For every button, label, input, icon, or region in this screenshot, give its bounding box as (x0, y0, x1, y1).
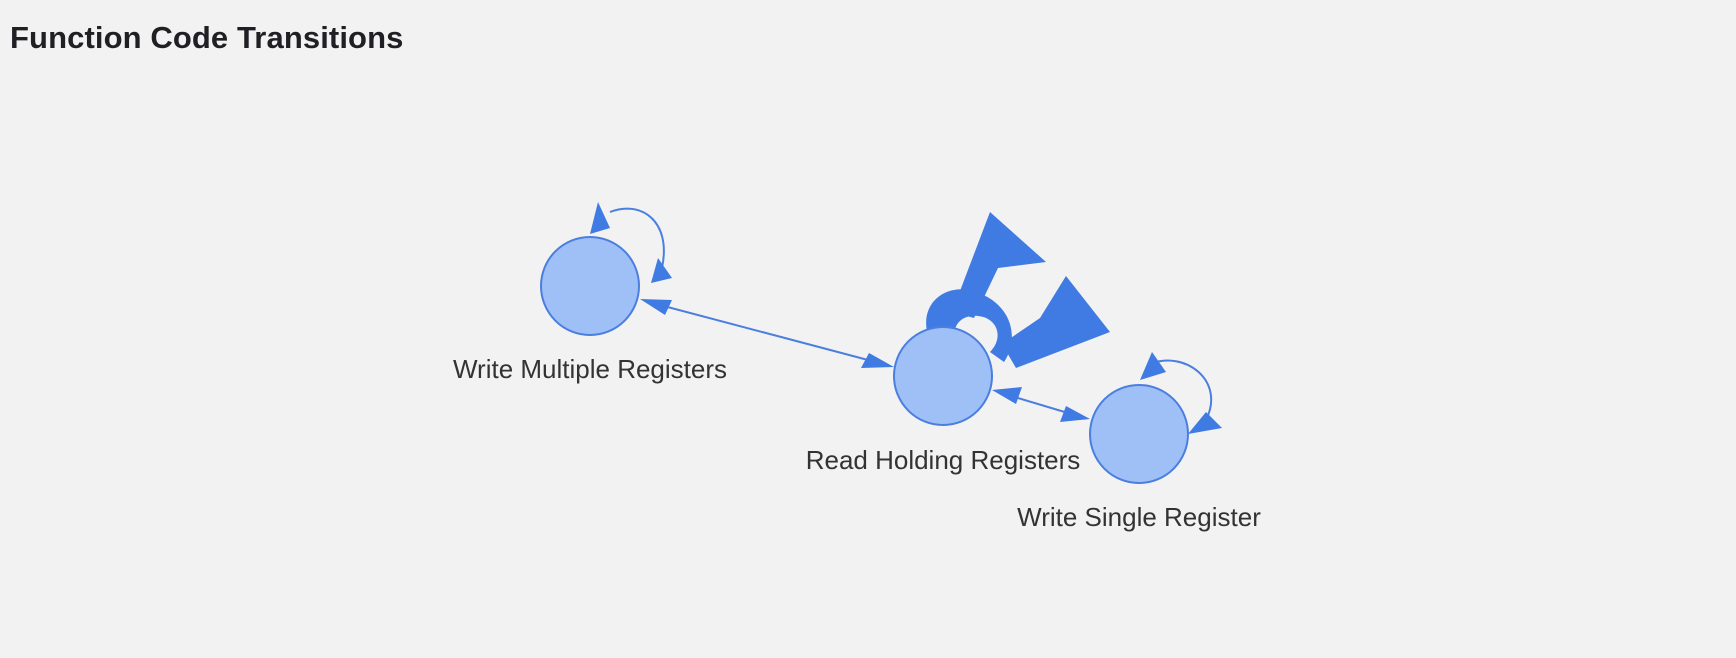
arrowhead-self-loop-wsr-start (1140, 352, 1166, 380)
self-loop-line (1149, 359, 1213, 421)
self-loop-wsr[interactable] (1140, 352, 1222, 434)
node-write-single-register[interactable]: Write Single Register (1017, 384, 1261, 532)
node-label: Read Holding Registers (806, 445, 1081, 475)
node-circle[interactable] (1089, 384, 1189, 484)
node-write-multiple-registers[interactable]: Write Multiple Registers (453, 236, 727, 384)
edge-line (659, 304, 869, 361)
arrowhead-self-loop-wsr-end (1188, 412, 1222, 434)
arrowhead-to-rhr (861, 353, 894, 368)
self-loop-ring (926, 289, 1012, 362)
node-circle[interactable] (540, 236, 640, 336)
arrowhead-self-loop-rhr-small (1002, 276, 1110, 368)
page-title: Function Code Transitions (10, 20, 404, 55)
arrowhead-to-wsr (1060, 406, 1090, 422)
arrowhead-self-loop-rhr-large (952, 212, 1046, 318)
node-read-holding-registers[interactable]: Read Holding Registers (806, 326, 1081, 475)
node-label: Write Multiple Registers (453, 354, 727, 384)
edge-wmr-rhr[interactable] (640, 299, 894, 368)
arrowhead-self-loop-wmr-end (651, 258, 672, 283)
self-loop-line (609, 207, 665, 269)
arrowhead-self-loop-wmr-start (590, 202, 610, 234)
arrowhead-to-wmr (640, 299, 672, 315)
self-loop-rhr[interactable] (926, 212, 1110, 368)
arrowhead-to-rhr (992, 387, 1022, 404)
node-label: Write Single Register (1017, 502, 1261, 532)
self-loop-wmr[interactable] (590, 202, 672, 283)
edge-rhr-wsr[interactable] (992, 387, 1090, 422)
node-circle[interactable] (893, 326, 993, 426)
